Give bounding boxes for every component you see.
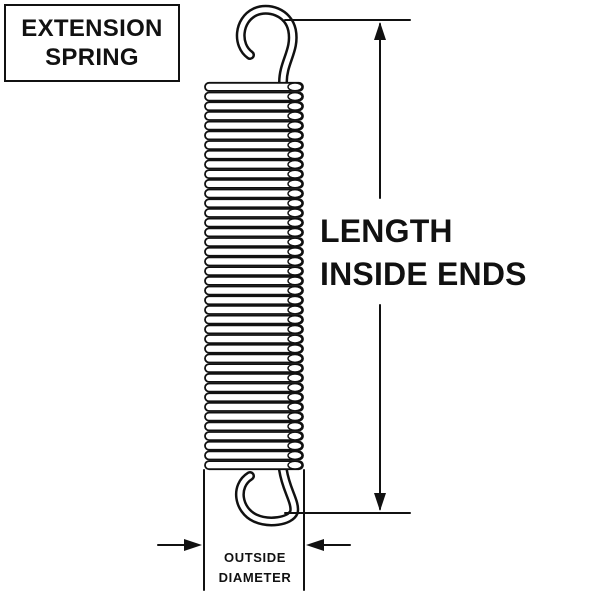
spring-coil xyxy=(204,111,304,121)
spring-coil-edge xyxy=(287,276,303,286)
title-line-1: EXTENSION xyxy=(21,15,163,42)
spring-coil-edge xyxy=(287,82,303,92)
spring-coil-edge xyxy=(287,111,303,121)
spring-coil xyxy=(204,81,304,92)
spring-coil xyxy=(204,401,304,412)
spring-coil xyxy=(204,207,304,218)
spring-coil-edge xyxy=(287,392,303,402)
title-line-2: SPRING xyxy=(45,44,139,71)
spring-coil xyxy=(204,372,304,383)
spring-coil xyxy=(204,440,304,451)
length-label-line-1: LENGTH xyxy=(320,213,453,249)
spring-coil-edge xyxy=(287,305,303,315)
spring-coil xyxy=(204,343,304,354)
length-arrow-up xyxy=(374,22,386,40)
spring-coil xyxy=(204,198,304,209)
spring-coil xyxy=(204,334,304,345)
spring-coil xyxy=(204,91,304,102)
spring-coil xyxy=(204,266,304,277)
spring-coil-edge xyxy=(287,266,303,276)
spring-coil xyxy=(204,450,304,461)
spring-coil xyxy=(204,217,304,228)
spring-coil-edge xyxy=(287,382,303,393)
length-label: LENGTH INSIDE ENDS xyxy=(320,210,560,296)
spring-coil xyxy=(204,431,304,442)
spring-coils xyxy=(204,81,304,471)
spring-coil-edge xyxy=(287,150,303,160)
diameter-arrow-left-head xyxy=(184,539,202,551)
spring-coil xyxy=(204,460,304,471)
spring-coil-edge xyxy=(287,140,303,150)
spring-coil-edge xyxy=(287,315,303,325)
spring-coil xyxy=(204,237,304,248)
spring-coil-edge xyxy=(287,353,303,364)
spring-coil-edge xyxy=(287,121,303,131)
diameter-arrow-right-head xyxy=(306,539,324,551)
spring-coil-edge xyxy=(287,237,303,247)
spring-coil xyxy=(204,140,304,151)
spring-coil-edge xyxy=(287,92,303,102)
spring-coil xyxy=(204,353,304,364)
spring-coil-edge xyxy=(287,363,303,373)
spring-coil xyxy=(204,421,304,432)
spring-coil xyxy=(204,169,304,180)
spring-coil xyxy=(204,188,304,199)
spring-coil-edge xyxy=(287,130,303,140)
spring-coil-edge xyxy=(287,256,303,267)
title-box: EXTENSION SPRING xyxy=(4,4,180,82)
spring-coil-edge xyxy=(287,450,303,461)
spring-coil-edge xyxy=(287,179,303,189)
spring-coil-edge xyxy=(287,402,303,412)
spring-coil xyxy=(204,382,304,393)
spring-coil-edge xyxy=(287,324,303,334)
diameter-label-line-2: DIAMETER xyxy=(218,570,292,585)
spring-coil-edge xyxy=(287,101,303,111)
spring-coil xyxy=(204,256,304,267)
spring-coil xyxy=(204,295,304,306)
length-label-line-2: INSIDE ENDS xyxy=(320,256,527,292)
spring-coil-edge xyxy=(287,412,303,422)
length-arrow-down xyxy=(374,493,386,511)
spring-coil-edge xyxy=(287,421,303,431)
spring-coil xyxy=(204,363,304,374)
spring-coil-edge xyxy=(287,460,303,470)
spring-coil-edge xyxy=(287,198,303,208)
spring-coil xyxy=(204,285,304,296)
spring-coil-edge xyxy=(287,218,303,228)
spring-coil xyxy=(204,149,304,160)
spring-coil xyxy=(204,275,304,286)
spring-coil-edge xyxy=(287,441,303,451)
spring-coil-edge xyxy=(287,344,303,354)
spring-coil-edge xyxy=(287,431,303,441)
diameter-label-line-1: OUTSIDE xyxy=(224,550,286,565)
spring-coil xyxy=(204,120,304,131)
spring-coil-edge xyxy=(287,295,303,305)
spring-coil xyxy=(204,246,304,257)
diameter-label: OUTSIDE DIAMETER xyxy=(200,548,310,588)
spring-coil-edge xyxy=(287,208,303,218)
spring-coil-edge xyxy=(287,159,303,169)
spring-coil xyxy=(204,304,304,315)
spring-coil xyxy=(204,314,304,325)
spring-coil xyxy=(204,101,304,112)
spring-coil-edge xyxy=(287,285,303,296)
spring-coil-edge xyxy=(287,373,303,383)
spring-coil-edge xyxy=(287,247,303,257)
spring-coil-edge xyxy=(287,227,303,237)
spring-coil xyxy=(204,324,304,335)
spring-coil xyxy=(204,130,304,141)
spring-coil xyxy=(204,159,304,170)
spring-coil xyxy=(204,227,304,238)
spring-coil-edge xyxy=(287,334,303,344)
spring-coil-edge xyxy=(287,169,303,179)
spring-coil-edge xyxy=(287,188,303,199)
spring-coil xyxy=(204,178,304,189)
spring-coil xyxy=(204,392,304,403)
spring-coil xyxy=(204,411,304,422)
